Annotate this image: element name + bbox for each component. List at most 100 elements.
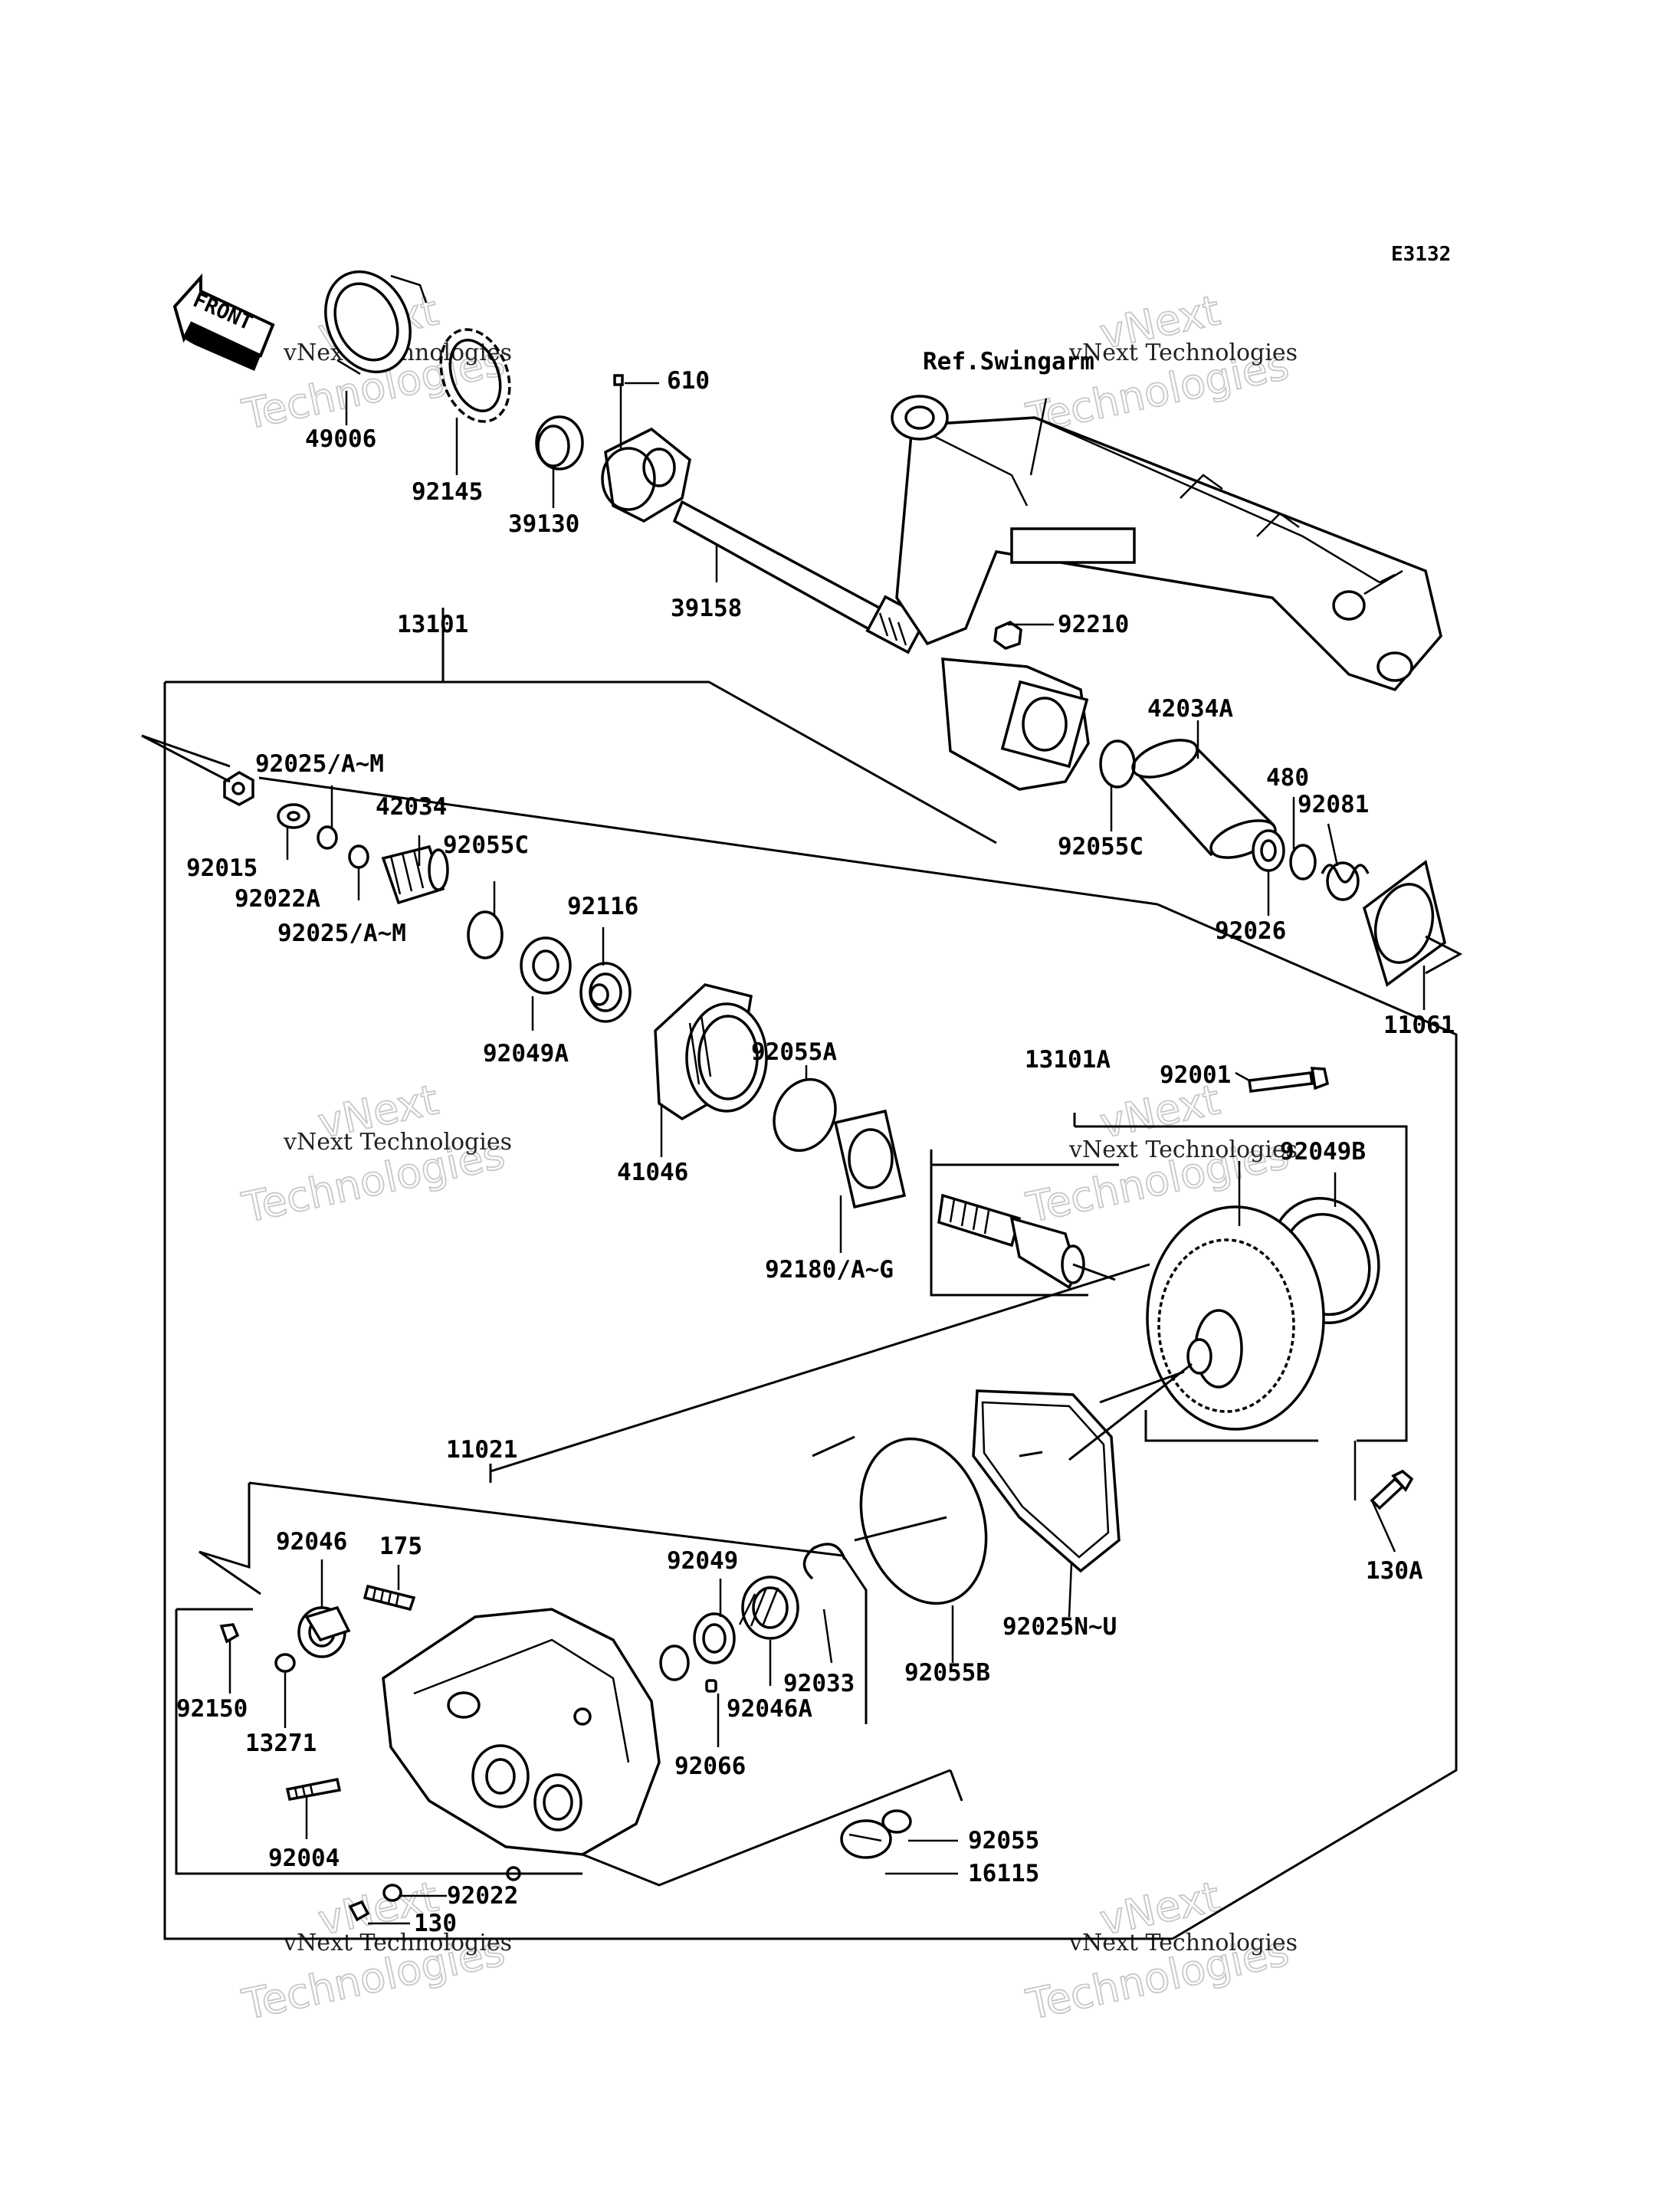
label-39158: 39158 [671, 595, 742, 622]
label-92180: 92180/A~G [765, 1256, 894, 1284]
label-92116: 92116 [567, 893, 638, 920]
part-92055-oring [881, 1809, 912, 1834]
label-92025NU: 92025N~U [1002, 1613, 1117, 1641]
part-11061-gasket [1362, 859, 1446, 987]
label-92055C-b: 92055C [1058, 833, 1144, 861]
label-41046: 41046 [617, 1159, 688, 1186]
part-92055C-oring-b [1099, 739, 1136, 789]
label-92145: 92145 [412, 478, 483, 506]
part-92046-bearing [297, 1605, 351, 1658]
part-92116-bearing [579, 962, 632, 1023]
label-42034: 42034 [376, 793, 447, 821]
leader-lines [141, 608, 1463, 1940]
part-92055C-oring-a [467, 910, 504, 959]
part-92026-collar [1252, 829, 1285, 872]
label-11021: 11021 [446, 1436, 517, 1464]
label-leaders [228, 382, 1426, 1925]
label-39130: 39130 [508, 510, 579, 538]
part-92145-spring [439, 328, 511, 423]
label-92046A: 92046A [727, 1695, 812, 1723]
part-92033-circlip [802, 1543, 846, 1580]
part-92150-bolt [219, 1623, 240, 1644]
label-13271: 13271 [245, 1730, 317, 1757]
label-610: 610 [667, 367, 710, 395]
part-610-pin [613, 374, 624, 386]
label-92004: 92004 [268, 1844, 340, 1872]
part-92022A-washer [277, 803, 310, 829]
part-92025-shim-a [317, 825, 338, 850]
part-ring-gear-assembly [1146, 1205, 1325, 1431]
part-175-stud [363, 1584, 416, 1612]
part-92046A-bearing [738, 1576, 799, 1640]
part-39158-drive-shaft [601, 427, 928, 654]
part-92210-bolt [993, 620, 1022, 650]
part-42034-coupling-gear [381, 844, 449, 905]
label-ref-swingarm: Ref.Swingarm [923, 348, 1094, 375]
label-92049B: 92049B [1280, 1138, 1366, 1166]
label-92022A: 92022A [235, 885, 320, 913]
label-92026: 92026 [1215, 917, 1286, 945]
label-13101: 13101 [397, 611, 468, 638]
part-16115-cap [840, 1819, 892, 1859]
part-41046-housing [654, 983, 768, 1121]
label-480: 480 [1266, 764, 1309, 792]
label-130: 130 [414, 1910, 457, 1937]
label-92015: 92015 [186, 854, 258, 882]
label-92046: 92046 [276, 1528, 347, 1556]
label-92210: 92210 [1058, 611, 1129, 638]
front-arrow-icon: FRONT [172, 273, 275, 371]
label-16115: 16115 [968, 1860, 1039, 1887]
label-11061: 11061 [1383, 1012, 1455, 1039]
part-92066-pin [705, 1679, 717, 1693]
part-480-circlip [1289, 844, 1317, 880]
part-92004-stud [285, 1777, 342, 1802]
svg-text:vNext Technologies: vNext Technologies [1068, 339, 1298, 366]
label-92150: 92150 [176, 1695, 248, 1723]
svg-text:vNext Technologies: vNext Technologies [1068, 1930, 1298, 1956]
svg-text:vNext Technologies: vNext Technologies [1068, 1136, 1298, 1163]
swingarm-assembly [891, 395, 1442, 791]
label-49006: 49006 [305, 425, 376, 453]
part-92049-seal [693, 1612, 736, 1664]
label-92001: 92001 [1160, 1061, 1231, 1089]
part-92025NU-gasket [972, 1389, 1121, 1573]
label-92049: 92049 [667, 1547, 738, 1575]
part-92015-nut [223, 770, 254, 806]
part-13101A-pinion-gear [937, 1193, 1085, 1290]
part-11021-case [382, 1608, 661, 1881]
label-175: 175 [379, 1533, 422, 1560]
label-92049A: 92049A [483, 1040, 569, 1067]
part-130A-bolt [1370, 1469, 1414, 1510]
label-92055B: 92055B [904, 1659, 990, 1687]
svg-text:vNext Technologies: vNext Technologies [283, 1129, 512, 1156]
part-collar-small [659, 1644, 690, 1681]
part-92081-spring [1321, 861, 1370, 901]
part-130-bolt [348, 1900, 370, 1922]
part-92001-bolt [1248, 1067, 1330, 1093]
watermark-bottom-right: vNext Technologies vNext Technologies [1022, 1871, 1298, 2029]
label-92055A: 92055A [751, 1038, 837, 1066]
watermark-mid-right: vNext Technologies vNext Technologies [1022, 1074, 1298, 1232]
part-92055A-oring [773, 1077, 837, 1153]
diagram-code: E3132 [1391, 243, 1451, 266]
part-42034A-sleeve [1131, 739, 1277, 859]
label-92055C-a: 92055C [443, 831, 529, 859]
part-92025-shim-b [348, 844, 369, 869]
part-92022-washer [382, 1884, 402, 1902]
label-92055: 92055 [968, 1827, 1039, 1854]
label-92025-am-a: 92025/A~M [255, 750, 384, 778]
label-92066: 92066 [674, 1753, 746, 1780]
part-labels: 49006 92145 39130 610 39158 92210 Ref.Sw… [176, 348, 1455, 1937]
label-130A: 130A [1366, 1557, 1423, 1585]
svg-text:vNext Technologies: vNext Technologies [283, 1930, 512, 1956]
part-13271-washer [274, 1653, 296, 1673]
watermark-mid-left: vNext Technologies vNext Technologies [238, 1074, 512, 1232]
label-42034A: 42034A [1147, 695, 1233, 723]
label-92025-am-b: 92025/A~M [277, 920, 406, 947]
part-92055B-oring [859, 1437, 988, 1605]
part-49006-boot [324, 270, 428, 375]
part-39130-cap [535, 415, 584, 471]
part-92180-shim-plate [833, 1109, 907, 1209]
part-92049A-seal [520, 936, 572, 995]
